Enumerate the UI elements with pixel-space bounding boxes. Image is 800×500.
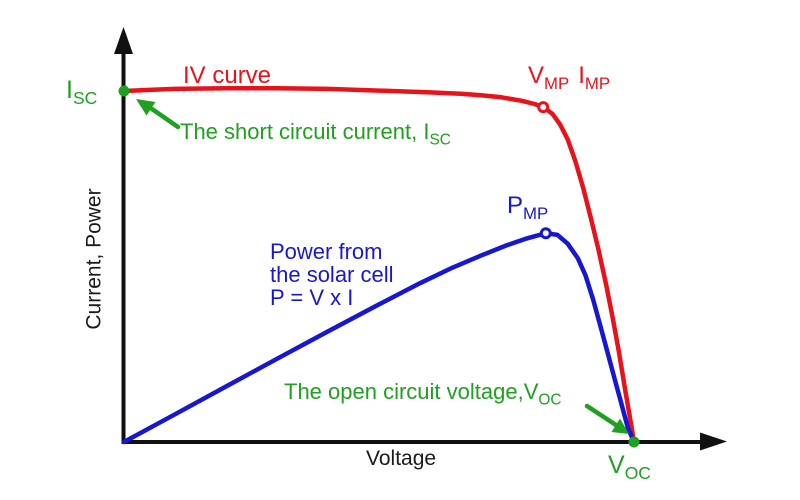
voc-symbol: V bbox=[608, 451, 625, 479]
imp-symbol: I bbox=[578, 62, 585, 89]
power-annotation-line3: P = V x I bbox=[270, 285, 354, 310]
open-circuit-text: The open circuit voltage, bbox=[284, 379, 524, 404]
vmp-subscript: MP bbox=[544, 73, 570, 93]
pmp-symbol: P bbox=[507, 192, 524, 219]
power-annotation-line2: the solar cell bbox=[270, 262, 394, 287]
x-axis-arrowhead bbox=[700, 432, 727, 451]
short-circuit-text: The short circuit current, bbox=[180, 119, 424, 144]
short-circuit-symbol: I bbox=[423, 119, 430, 144]
power-annotation-line1: Power from bbox=[270, 239, 383, 264]
short-circuit-subscript: SC bbox=[429, 131, 451, 149]
short-circuit-arrowhead bbox=[136, 99, 156, 116]
short-circuit-arrow-line bbox=[149, 106, 181, 130]
y-axis-arrowhead bbox=[114, 27, 133, 54]
isc-symbol: I bbox=[66, 76, 73, 104]
short-circuit-annotation: The short circuit current, ISC bbox=[180, 119, 451, 148]
vmp-symbol: V bbox=[528, 62, 545, 89]
open-circuit-annotation: The open circuit voltage,VOC bbox=[284, 379, 561, 408]
marker-isc bbox=[118, 85, 130, 97]
voc-subscript: OC bbox=[624, 463, 651, 483]
pmp-label: PMP bbox=[507, 192, 548, 222]
open-circuit-arrow-line bbox=[584, 403, 619, 428]
voc-axis-label: VOC bbox=[608, 451, 651, 482]
imp-subscript: MP bbox=[584, 73, 611, 93]
pmp-subscript: MP bbox=[523, 203, 549, 223]
y-axis-title: Current, Power bbox=[82, 188, 106, 330]
isc-axis-label: ISC bbox=[66, 76, 97, 107]
open-circuit-subscript: OC bbox=[538, 391, 562, 409]
open-circuit-symbol: V bbox=[523, 379, 539, 404]
x-axis-title: Voltage bbox=[366, 447, 437, 470]
isc-subscript: SC bbox=[72, 88, 98, 108]
open-circuit-arrowhead bbox=[611, 418, 629, 434]
curves-layer bbox=[118, 85, 640, 448]
marker-voc bbox=[628, 436, 640, 448]
iv-curve-label: IV curve bbox=[183, 62, 272, 89]
marker-vmp-imp bbox=[537, 101, 550, 114]
marker-pmp bbox=[539, 227, 552, 240]
power-annotation: Power from the solar cell P = V x I bbox=[270, 240, 394, 309]
